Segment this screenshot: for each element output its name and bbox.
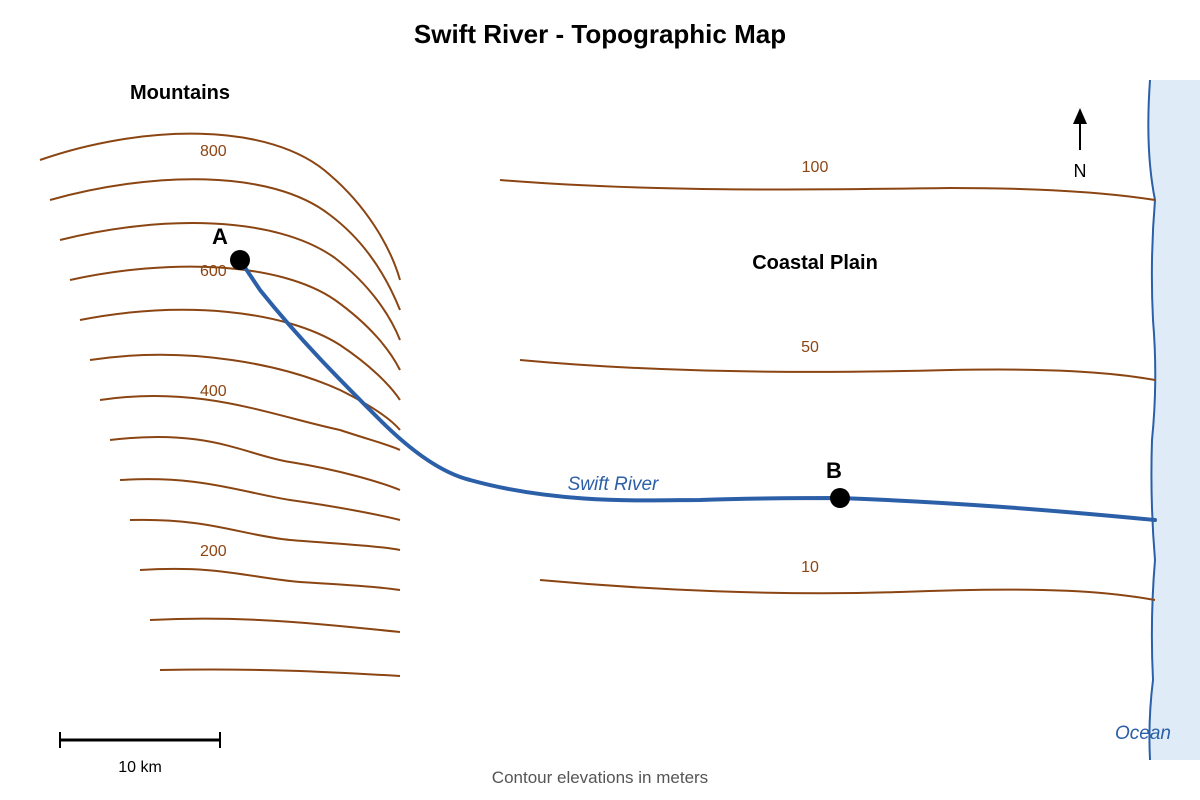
contour-line (129, 518, 401, 551)
scale-bar: 10 km (59, 732, 221, 776)
point-a-marker (230, 250, 250, 270)
contour-line-10 (539, 579, 1156, 601)
mountain-contours (39, 132, 401, 677)
contour-line (69, 265, 401, 371)
contour-line (59, 222, 401, 341)
point-a-label: A (212, 224, 228, 249)
contour-label-200: 200 (200, 543, 227, 560)
map-title: Swift River - Topographic Map (414, 19, 786, 49)
region-label-mountains: Mountains (130, 82, 230, 104)
contour-line (99, 394, 401, 451)
contour-label-100: 100 (802, 159, 829, 176)
north-arrow-icon (1073, 108, 1087, 124)
river-label: Swift River (568, 474, 659, 495)
swift-river (238, 258, 1157, 522)
north-arrow: N (1073, 108, 1087, 181)
ocean-area (1148, 80, 1200, 760)
contour-line (109, 436, 401, 491)
contour-line (39, 132, 401, 281)
contour-label-800: 800 (200, 143, 227, 160)
contour-line (139, 567, 401, 591)
contour-line (159, 668, 401, 677)
contour-label-400: 400 (200, 383, 227, 400)
contour-line (89, 353, 401, 431)
coastal-contours (499, 179, 1156, 601)
contour-line-100 (499, 179, 1156, 201)
map-footnote: Contour elevations in meters (492, 768, 708, 787)
scale-bar-label: 10 km (118, 759, 162, 776)
contour-label-600: 600 (200, 263, 227, 280)
contour-line (119, 478, 401, 521)
contour-line (49, 178, 401, 311)
contour-line-50 (519, 359, 1156, 381)
point-b-marker (830, 488, 850, 508)
contour-label-50: 50 (801, 339, 819, 356)
contour-label-10: 10 (801, 559, 819, 576)
point-b-label: B (826, 458, 842, 483)
contour-line (79, 308, 401, 401)
region-label-coastal-plain: Coastal Plain (752, 252, 878, 274)
contour-line (149, 617, 401, 633)
region-label-ocean: Ocean (1115, 723, 1171, 744)
north-arrow-label: N (1074, 161, 1087, 181)
